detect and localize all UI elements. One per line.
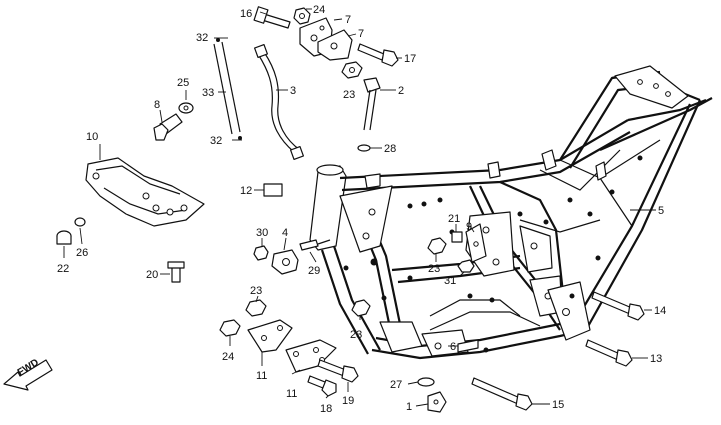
- callout-15: 15: [552, 399, 564, 411]
- bolt-8: [153, 113, 183, 141]
- plate-11a: [247, 319, 293, 353]
- pin-12: [263, 183, 283, 197]
- callout-12: 12: [240, 185, 252, 197]
- bolt-29: [299, 239, 331, 251]
- nut-23-mid: [351, 299, 371, 317]
- callout-18: 18: [320, 403, 332, 415]
- fwd-arrow: FWD: [3, 357, 53, 391]
- callout-30: 30: [256, 227, 268, 239]
- bolt-16: [253, 6, 291, 29]
- callout-7-upper: 7: [345, 14, 351, 26]
- callout-23-left: 23: [250, 285, 262, 297]
- callout-23-mid: 23: [350, 329, 362, 341]
- callout-17: 17: [404, 53, 416, 65]
- callout-14: 14: [654, 305, 666, 317]
- callout-19: 19: [342, 395, 354, 407]
- callout-4: 4: [282, 227, 288, 239]
- callout-11-left: 11: [256, 370, 267, 382]
- leader-lines: [63, 8, 656, 407]
- callout-6: 6: [450, 341, 456, 353]
- bracket-7b: [317, 29, 353, 61]
- callout-32-bottom: 32: [210, 135, 222, 147]
- nut-24-lower: [219, 319, 241, 337]
- bolt-21: [451, 231, 463, 243]
- nut-30: [253, 245, 269, 261]
- callout-7-lower: 7: [358, 28, 364, 40]
- nut-23-top: [341, 61, 363, 79]
- cap-26: [74, 217, 86, 227]
- skid-plate: [85, 157, 205, 227]
- washer-25: [178, 102, 194, 114]
- nut-23-center: [427, 237, 447, 255]
- callout-29: 29: [308, 265, 320, 277]
- main-frame: [309, 65, 713, 360]
- callout-24-top: 24: [313, 4, 325, 16]
- callout-32-top: 32: [196, 32, 208, 44]
- callout-23-top: 23: [343, 89, 355, 101]
- callout-1: 1: [406, 401, 412, 413]
- plug-1: [427, 391, 447, 413]
- bracket-9: [465, 223, 487, 263]
- callout-11-right: 11: [286, 388, 297, 400]
- nut-24-top: [293, 7, 311, 25]
- callout-27: 27: [390, 379, 402, 391]
- hose-3: [253, 43, 305, 161]
- bolt-18: [307, 375, 337, 397]
- nut-31: [457, 259, 475, 273]
- callout-16: 16: [240, 8, 252, 20]
- callout-3: 3: [290, 85, 296, 97]
- bolt-13: [585, 339, 633, 367]
- callout-8: 8: [154, 99, 160, 111]
- bolt-20: [167, 261, 185, 283]
- clamp-4: [271, 249, 299, 275]
- callout-22: 22: [57, 263, 69, 275]
- cable-33: [213, 38, 242, 140]
- washer-28: [357, 144, 371, 152]
- bolt-19: [317, 359, 359, 383]
- nut-23-left: [245, 299, 267, 317]
- bolt-6: [457, 339, 479, 353]
- callout-33: 33: [202, 87, 214, 99]
- callout-2: 2: [398, 85, 404, 97]
- callout-5: 5: [658, 205, 664, 217]
- collar-22: [56, 230, 72, 245]
- callout-10: 10: [86, 131, 98, 143]
- bolt-15: [471, 377, 533, 411]
- callout-23-center: 23: [428, 263, 440, 275]
- callout-13: 13: [650, 353, 662, 365]
- callout-9: 9: [466, 221, 472, 233]
- callout-26: 26: [76, 247, 88, 259]
- callout-20: 20: [146, 269, 158, 281]
- callouts: 16 24 7 7 32 17 25 33 3 23 2 8 10 32 28 …: [57, 4, 666, 415]
- bolt-17: [357, 43, 399, 67]
- callout-24-lower: 24: [222, 351, 234, 363]
- callout-31: 31: [444, 275, 456, 287]
- callout-25: 25: [177, 77, 189, 89]
- callout-21: 21: [448, 213, 460, 225]
- bolt-14: [591, 291, 645, 321]
- stud-2: [363, 77, 381, 131]
- o-ring-27: [417, 377, 435, 387]
- callout-28: 28: [384, 143, 396, 155]
